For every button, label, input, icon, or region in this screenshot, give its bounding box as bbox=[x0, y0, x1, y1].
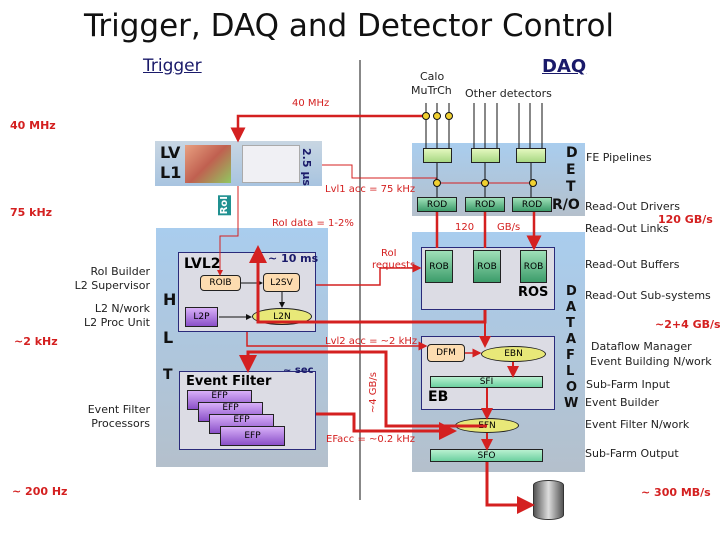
roi-requests-1: RoI bbox=[381, 248, 397, 259]
rod-desc: Read-Out Drivers bbox=[585, 200, 680, 213]
lvl2-acc: Lvl2 acc = ~2 kHz bbox=[325, 336, 418, 347]
efp-desc-2: Processors bbox=[91, 417, 150, 430]
rod-box[interactable]: ROD bbox=[417, 197, 457, 212]
dataflow-letter: A bbox=[566, 300, 577, 315]
roib-desc: RoI Builder bbox=[90, 265, 150, 278]
rob-desc: Read-Out Buffers bbox=[585, 258, 680, 271]
sfi-bar[interactable]: SFI bbox=[430, 376, 543, 388]
lvl1-label-1: LV bbox=[160, 143, 181, 162]
ef-title: Event Filter bbox=[186, 374, 272, 389]
bc-rate-top: 40 MHz bbox=[292, 98, 330, 109]
det-letter: E bbox=[566, 162, 576, 178]
det-letter: D bbox=[566, 145, 578, 161]
lvl2-rate-left: ~2 kHz bbox=[14, 335, 58, 348]
ro-bandwidth: 120 GB/s bbox=[658, 213, 713, 226]
sfo-desc: Sub-Farm Output bbox=[585, 447, 679, 460]
det-letter: T bbox=[566, 179, 576, 195]
ebn-desc: Event Building N/work bbox=[590, 355, 712, 368]
dataflow-letter: O bbox=[566, 380, 578, 395]
eb-bandwidth: ~4 GB/s bbox=[368, 372, 379, 414]
ef-rate-left: ~ 200 Hz bbox=[12, 485, 68, 498]
roi-requests-2: requests bbox=[372, 260, 416, 271]
dataflow-letter: L bbox=[566, 364, 575, 379]
dfm-desc: Dataflow Manager bbox=[591, 340, 692, 353]
l2p-desc: L2 Proc Unit bbox=[83, 316, 150, 329]
l2sv-box[interactable]: L2SV bbox=[263, 273, 300, 292]
rod-box[interactable]: ROD bbox=[465, 197, 505, 212]
fe-pipeline-box[interactable] bbox=[471, 148, 500, 163]
l2sv-desc: L2 Supervisor bbox=[74, 279, 150, 292]
lvl1-rate-left: 75 kHz bbox=[10, 206, 53, 219]
det-letter: R/O bbox=[552, 197, 580, 213]
l2n-desc: L2 N/work bbox=[94, 302, 150, 315]
dfm-box[interactable]: DFM bbox=[427, 344, 465, 362]
output-bandwidth: ~ 300 MB/s bbox=[641, 486, 711, 499]
lvl2-latency: ~ 10 ms bbox=[268, 252, 319, 265]
ro-bw-2: GB/s bbox=[497, 222, 521, 233]
lvl1-label-2: L1 bbox=[160, 163, 182, 182]
ef-acc: EFacc = ~0.2 kHz bbox=[326, 434, 416, 445]
bc-rate-left: 40 MHz bbox=[10, 119, 56, 132]
ros-desc: Read-Out Sub-systems bbox=[585, 289, 711, 302]
ebn-ellipse[interactable]: EBN bbox=[481, 346, 546, 362]
dataflow-letter: F bbox=[566, 348, 575, 363]
other-detectors-label: Other detectors bbox=[465, 87, 552, 100]
hlt-letter-h: H bbox=[163, 290, 177, 309]
lvl1-image-calo bbox=[185, 145, 231, 183]
sfi-desc: Sub-Farm Input bbox=[586, 378, 670, 391]
rob-box[interactable]: ROB bbox=[425, 250, 453, 283]
ef-latency: ~ sec bbox=[283, 365, 314, 376]
ro-bw-1: 120 bbox=[455, 222, 475, 233]
mutrch-label: MuTrCh bbox=[411, 84, 452, 97]
daq-heading: DAQ bbox=[542, 56, 587, 77]
ros-label: ROS bbox=[518, 285, 549, 300]
storage-icon bbox=[533, 480, 564, 520]
efn-desc: Event Filter N/work bbox=[585, 418, 690, 431]
fe-pipeline-box[interactable] bbox=[423, 148, 452, 163]
hlt-letter-l: L bbox=[163, 328, 174, 347]
rod-box[interactable]: ROD bbox=[512, 197, 552, 212]
page-title: Trigger, DAQ and Detector Control bbox=[84, 8, 615, 44]
l2p-box[interactable]: L2P bbox=[185, 307, 218, 327]
rob-box[interactable]: ROB bbox=[473, 250, 501, 283]
lvl1-acc: Lvl1 acc = 75 kHz bbox=[325, 184, 416, 195]
calo-label: Calo bbox=[420, 70, 445, 83]
roi-data: RoI data = 1-2% bbox=[272, 218, 354, 229]
lvl1-image-muon bbox=[242, 145, 300, 183]
eb-label: EB bbox=[428, 389, 449, 405]
efp-box[interactable]: EFP bbox=[220, 426, 285, 446]
dataflow-letter: W bbox=[564, 396, 579, 411]
fe-pipeline-box[interactable] bbox=[516, 148, 546, 163]
dataflow-letter: A bbox=[566, 332, 577, 347]
lvl2-title: LVL2 bbox=[184, 256, 221, 272]
lvl1-latency: 2.5 µs bbox=[300, 148, 313, 186]
eb-desc: Event Builder bbox=[585, 396, 659, 409]
trigger-heading: Trigger bbox=[143, 56, 202, 76]
rol-desc: Read-Out Links bbox=[585, 222, 669, 235]
fe-desc: FE Pipelines bbox=[586, 151, 652, 164]
hlt-letter-t: T bbox=[163, 367, 173, 383]
dataflow-letter: T bbox=[566, 316, 575, 331]
efp-desc-1: Event Filter bbox=[87, 403, 150, 416]
eb-bandwidth-right: ~2+4 GB/s bbox=[655, 318, 720, 331]
dataflow-letter: D bbox=[566, 284, 577, 299]
